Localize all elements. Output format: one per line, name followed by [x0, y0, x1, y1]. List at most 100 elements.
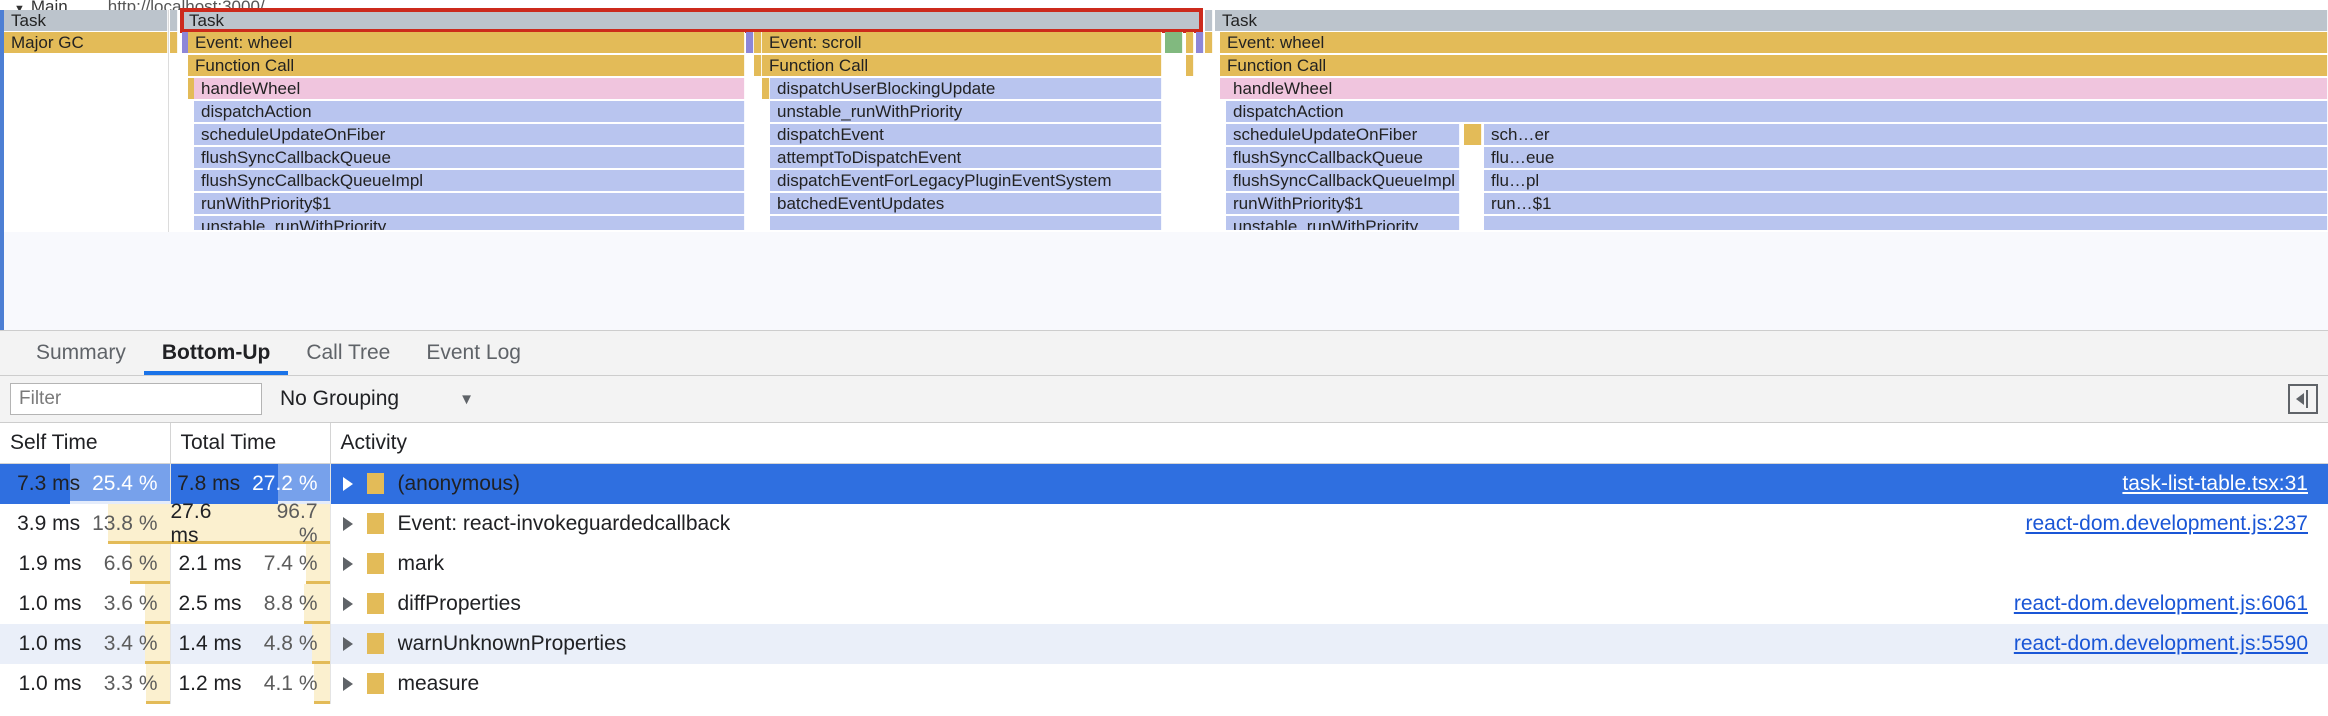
expand-triangle-icon[interactable]	[342, 476, 353, 491]
flame-bar-task-sliver[interactable]	[1205, 10, 1213, 31]
total-time-percent: 7.4 %	[263, 551, 318, 575]
show-sidebar-icon[interactable]	[2288, 384, 2318, 414]
flame-bar-task-sliver[interactable]	[170, 10, 178, 31]
flame-bar-attempt-to-dispatch-event[interactable]: attemptToDispatchEvent	[770, 147, 1162, 168]
flame-bar-event-scroll[interactable]: Event: scroll	[762, 32, 1162, 53]
flame-bar-task[interactable]: Task	[1215, 10, 2328, 31]
flame-bar-run-with-priority[interactable]: runWithPriority$1	[194, 193, 745, 214]
self-time-percent: 3.4 %	[103, 631, 158, 655]
flame-bar-flush-sync-callback-queue-impl[interactable]: flushSyncCallbackQueueImpl	[1226, 170, 1460, 191]
flame-bar-gold-sliver[interactable]	[1186, 32, 1194, 53]
flame-bar-run-with-priority[interactable]: runWithPriority$1	[1226, 193, 1460, 214]
flame-bar-flush-sync-callback-queue[interactable]: flushSyncCallbackQueue	[1226, 147, 1460, 168]
chevron-down-icon[interactable]: ▼	[459, 390, 474, 408]
flame-bar-gold-sliver[interactable]	[1186, 55, 1194, 76]
filter-input[interactable]	[10, 383, 262, 415]
flame-bar-purple-sliver[interactable]	[1196, 32, 1204, 53]
flame-bar-green-sliver[interactable]	[1165, 32, 1183, 53]
flame-bar-dispatch-user-blocking-update[interactable]: dispatchUserBlockingUpdate	[770, 78, 1162, 99]
flame-bar-task[interactable]: Task	[4, 10, 168, 31]
flame-bar-dispatch-action[interactable]: dispatchAction	[1226, 101, 2328, 122]
flame-bar-clipped[interactable]: unstable_runWithPriority	[194, 216, 745, 230]
collapse-arrow-icon[interactable]: ▼	[14, 3, 25, 10]
flame-bar-batched-event-updates[interactable]: batchedEventUpdates	[770, 193, 1162, 214]
filter-toolbar: No Grouping ▼	[0, 376, 2328, 423]
flame-bar-flush-trunc[interactable]: flu…eue	[1484, 147, 2328, 168]
self-time-value: 1.0 ms	[18, 631, 82, 655]
flame-bar-schedule-update-on-fiber[interactable]: scheduleUpdateOnFiber	[194, 124, 745, 145]
expand-triangle-icon[interactable]	[342, 596, 353, 611]
total-time-value: 7.8 ms	[177, 471, 241, 495]
flame-divider	[168, 10, 169, 232]
flame-bar-clipped[interactable]	[770, 216, 1162, 230]
flame-bar-gold-sliver[interactable]	[754, 55, 762, 76]
details-tabbar: Summary Bottom-Up Call Tree Event Log	[0, 331, 2328, 376]
self-time-value: 7.3 ms	[17, 471, 81, 495]
category-color-swatch	[366, 473, 384, 494]
tab-bottom-up[interactable]: Bottom-Up	[143, 331, 289, 375]
source-link[interactable]: react-dom.development.js:6061	[2013, 591, 2308, 615]
flame-bar-clipped[interactable]	[1484, 216, 2328, 230]
flame-bar-clipped[interactable]: unstable_runWithPriority	[1226, 216, 1460, 230]
activity-name: (anonymous)	[397, 471, 521, 495]
activity-name: Event: react-invokeguardedcallback	[397, 511, 731, 535]
source-link[interactable]: react-dom.development.js:5590	[2013, 631, 2308, 655]
flame-bar-schedule-trunc[interactable]: sch…er	[1484, 124, 2328, 145]
expand-triangle-icon[interactable]	[342, 636, 353, 651]
flame-bar-task[interactable]: Task	[182, 10, 1201, 31]
category-color-swatch	[366, 593, 384, 614]
flame-bar-gold-sliver[interactable]	[754, 32, 762, 53]
flame-bar-gold-sliver[interactable]	[762, 78, 770, 99]
flame-bar-flush-impl-trunc[interactable]: flu…pl	[1484, 170, 2328, 191]
flame-bar-function-call[interactable]: Function Call	[762, 55, 1162, 76]
column-header-self-time[interactable]: Self Time	[0, 423, 171, 464]
tab-call-tree[interactable]: Call Tree	[306, 341, 391, 364]
expand-triangle-icon[interactable]	[342, 676, 353, 691]
details-pane: Summary Bottom-Up Call Tree Event Log No…	[0, 330, 2328, 716]
flame-bar-gold-sliver[interactable]	[1464, 124, 1482, 145]
flame-bar-function-call[interactable]: Function Call	[188, 55, 745, 76]
flame-bar-major-gc[interactable]: Major GC	[4, 32, 168, 53]
tab-event-log[interactable]: Event Log	[426, 341, 521, 364]
flame-bar-schedule-update-on-fiber[interactable]: scheduleUpdateOnFiber	[1226, 124, 1460, 145]
flame-bar-event-wheel[interactable]: Event: wheel	[188, 32, 745, 53]
flame-bar-purple-sliver[interactable]	[746, 32, 754, 53]
flame-bar-handle-wheel[interactable]: handleWheel	[1226, 78, 2328, 99]
self-time-value: 1.0 ms	[18, 671, 82, 695]
track-title: Main	[30, 0, 68, 10]
flame-bar-dispatch-event[interactable]: dispatchEvent	[770, 124, 1162, 145]
source-link[interactable]: task-list-table.tsx:31	[2122, 471, 2308, 495]
flame-bar-dispatch-event-for-legacy[interactable]: dispatchEventForLegacyPluginEventSystem	[770, 170, 1162, 191]
sidebar-bar-icon	[2305, 390, 2311, 408]
flame-bar-run-trunc[interactable]: run…$1	[1484, 193, 2328, 214]
expand-triangle-icon[interactable]	[342, 516, 353, 531]
flame-bar-dispatch-action[interactable]: dispatchAction	[194, 101, 745, 122]
flame-bar-function-call[interactable]: Function Call	[1220, 55, 2328, 76]
total-time-percent: 8.8 %	[263, 591, 318, 615]
column-header-activity[interactable]: Activity	[330, 423, 2328, 464]
flame-bar-gold-sliver[interactable]	[1205, 32, 1213, 53]
track-accent-edge	[0, 10, 4, 330]
tab-summary[interactable]: Summary	[36, 341, 126, 364]
flame-bar-unstable-run-with-priority[interactable]: unstable_runWithPriority	[770, 101, 1162, 122]
activity-cell: Event: react-invokeguardedcallback react-…	[330, 504, 2328, 544]
expand-triangle-icon[interactable]	[342, 556, 353, 571]
column-header-total-time[interactable]: Total Time	[170, 423, 331, 464]
flame-bar-handle-wheel[interactable]: handleWheel	[194, 78, 745, 99]
source-link[interactable]: react-dom.development.js:237	[2025, 511, 2309, 535]
flame-bar-event-wheel[interactable]: Event: wheel	[1220, 32, 2328, 53]
flame-bar-flush-sync-callback-queue[interactable]: flushSyncCallbackQueue	[194, 147, 745, 168]
grouping-select[interactable]: No Grouping ▼	[280, 387, 474, 411]
flame-bar-gold-sliver[interactable]	[170, 32, 178, 53]
flame-bar-flush-sync-callback-queue-impl[interactable]: flushSyncCallbackQueueImpl	[194, 170, 745, 191]
